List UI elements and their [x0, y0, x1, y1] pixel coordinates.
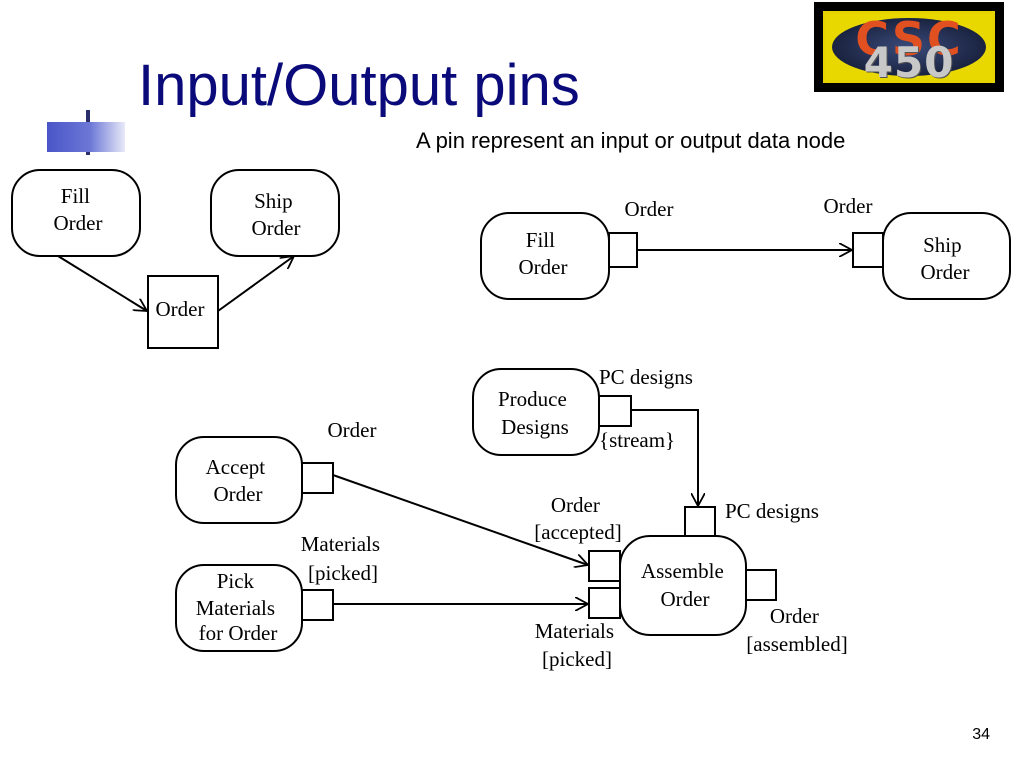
output-pin-label: Order	[625, 197, 674, 221]
slide-subtitle: A pin represent an input or output data …	[416, 128, 846, 153]
accept-order-action	[175, 436, 303, 524]
ship-order-input-pin	[852, 232, 884, 268]
pc-designs-output-label: PC designs	[599, 365, 693, 389]
ship-order-label-right: Ship Order	[921, 233, 970, 284]
order-object-node	[147, 275, 219, 349]
ship-order-label-left: Ship Order	[252, 189, 301, 240]
stream-label: {stream}	[599, 428, 675, 452]
assemble-materials-input-pin	[588, 587, 621, 619]
course-logo: CSC 450	[814, 2, 1004, 92]
order-object-label: Order	[156, 297, 205, 321]
pick-materials-output-pin	[301, 589, 334, 621]
ship-order-action-left	[210, 169, 340, 257]
produce-designs-label: Produce Designs	[498, 387, 572, 439]
logo-text-number: 450	[863, 38, 955, 83]
order-output-label: Order	[328, 418, 377, 442]
page-number: 34	[972, 726, 990, 743]
assemble-order-action	[619, 535, 747, 636]
fill-order-action-left	[11, 169, 141, 257]
pc-designs-input-label: PC designs	[725, 499, 819, 523]
assemble-order-output-pin	[745, 569, 777, 601]
produce-designs-action	[472, 368, 600, 456]
title-accent-bar	[47, 122, 125, 152]
accept-order-output-pin	[301, 462, 334, 494]
pick-materials-label: Pick Materials for Order	[196, 569, 281, 645]
materials-output-label: Materials [picked]	[301, 532, 386, 585]
assemble-order-label: Assemble Order	[641, 559, 729, 611]
fill-order-output-pin	[608, 232, 638, 268]
assemble-order-input-pin	[588, 550, 621, 582]
flow-designs-to-assemble	[631, 409, 698, 506]
materials-input-label: Materials [picked]	[535, 619, 620, 671]
fill-order-label-right: Fill Order	[519, 228, 568, 279]
order-assembled-label: Order [assembled]	[746, 604, 847, 656]
assemble-pc-designs-input-pin	[684, 506, 716, 537]
order-accepted-label: Order [accepted]	[534, 493, 621, 544]
fill-order-label-left: Fill Order	[54, 184, 103, 235]
ship-order-action-right	[882, 212, 1011, 300]
flow-accept-to-assemble	[332, 474, 588, 565]
flow-order-to-ship	[217, 256, 294, 312]
accept-order-label: Accept Order	[206, 455, 271, 506]
logo-text-csc: CSC	[855, 12, 963, 66]
produce-designs-output-pin	[598, 395, 632, 427]
flow-fill-to-order	[57, 255, 147, 311]
logo-frame: CSC 450	[823, 11, 995, 83]
logo-oval	[832, 18, 986, 76]
input-pin-label: Order	[824, 194, 873, 218]
slide-title: Input/Output pins	[138, 53, 580, 118]
